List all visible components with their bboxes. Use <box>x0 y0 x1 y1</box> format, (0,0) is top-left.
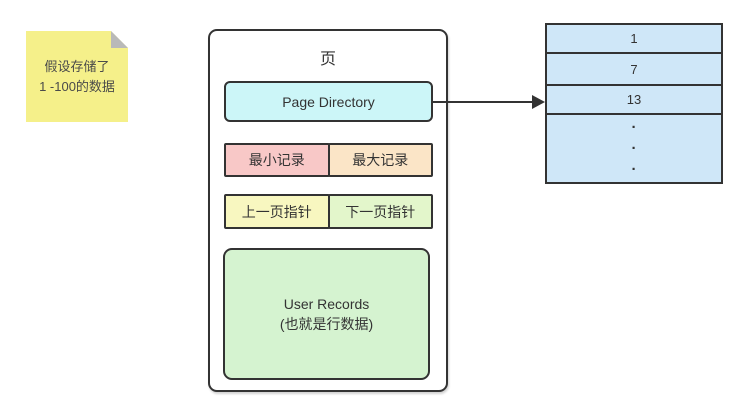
max-record-cell: 最大记录 <box>327 143 433 177</box>
pointer-cells-row: 上一页指针 下一页指针 <box>224 194 433 229</box>
arrow-head-icon <box>532 95 545 109</box>
next-page-pointer-label: 下一页指针 <box>345 203 416 220</box>
directory-table: 1 7 13 · · · <box>545 23 723 184</box>
sticky-note-line2: 1 -100的数据 <box>39 78 115 94</box>
prev-page-pointer-cell: 上一页指针 <box>224 194 330 229</box>
directory-entry-row: 13 <box>545 84 723 115</box>
directory-entry-value: 13 <box>626 92 642 107</box>
user-records-line1: User Records <box>283 296 370 312</box>
page-title: 页 <box>319 51 336 68</box>
max-record-label: 最大记录 <box>352 152 409 168</box>
next-page-pointer-cell: 下一页指针 <box>327 194 433 229</box>
user-records-line2: (也就是行数据) <box>279 316 374 332</box>
arrow-line <box>433 101 536 103</box>
page-directory-box: Page Directory <box>224 81 433 122</box>
min-record-cell: 最小记录 <box>224 143 330 177</box>
directory-entry-value: 1 <box>630 31 638 46</box>
user-records-box: User Records (也就是行数据) <box>223 248 430 380</box>
note-fold-icon <box>111 31 128 48</box>
prev-page-pointer-label: 上一页指针 <box>241 203 312 220</box>
min-record-label: 最小记录 <box>248 152 305 168</box>
directory-entry-row: 7 <box>545 52 723 86</box>
directory-entry-value: 7 <box>630 61 638 77</box>
record-cells-row: 最小记录 最大记录 <box>224 143 433 177</box>
directory-entry-row: 1 <box>545 23 723 54</box>
sticky-note-line1: 假设存储了 <box>44 58 110 74</box>
directory-ellipsis-row: · · · <box>545 113 723 184</box>
ellipsis-dot: · <box>631 160 637 178</box>
ellipsis-dot: · <box>631 139 637 157</box>
ellipsis-dot: · <box>631 118 637 136</box>
page-directory-label: Page Directory <box>282 93 375 110</box>
